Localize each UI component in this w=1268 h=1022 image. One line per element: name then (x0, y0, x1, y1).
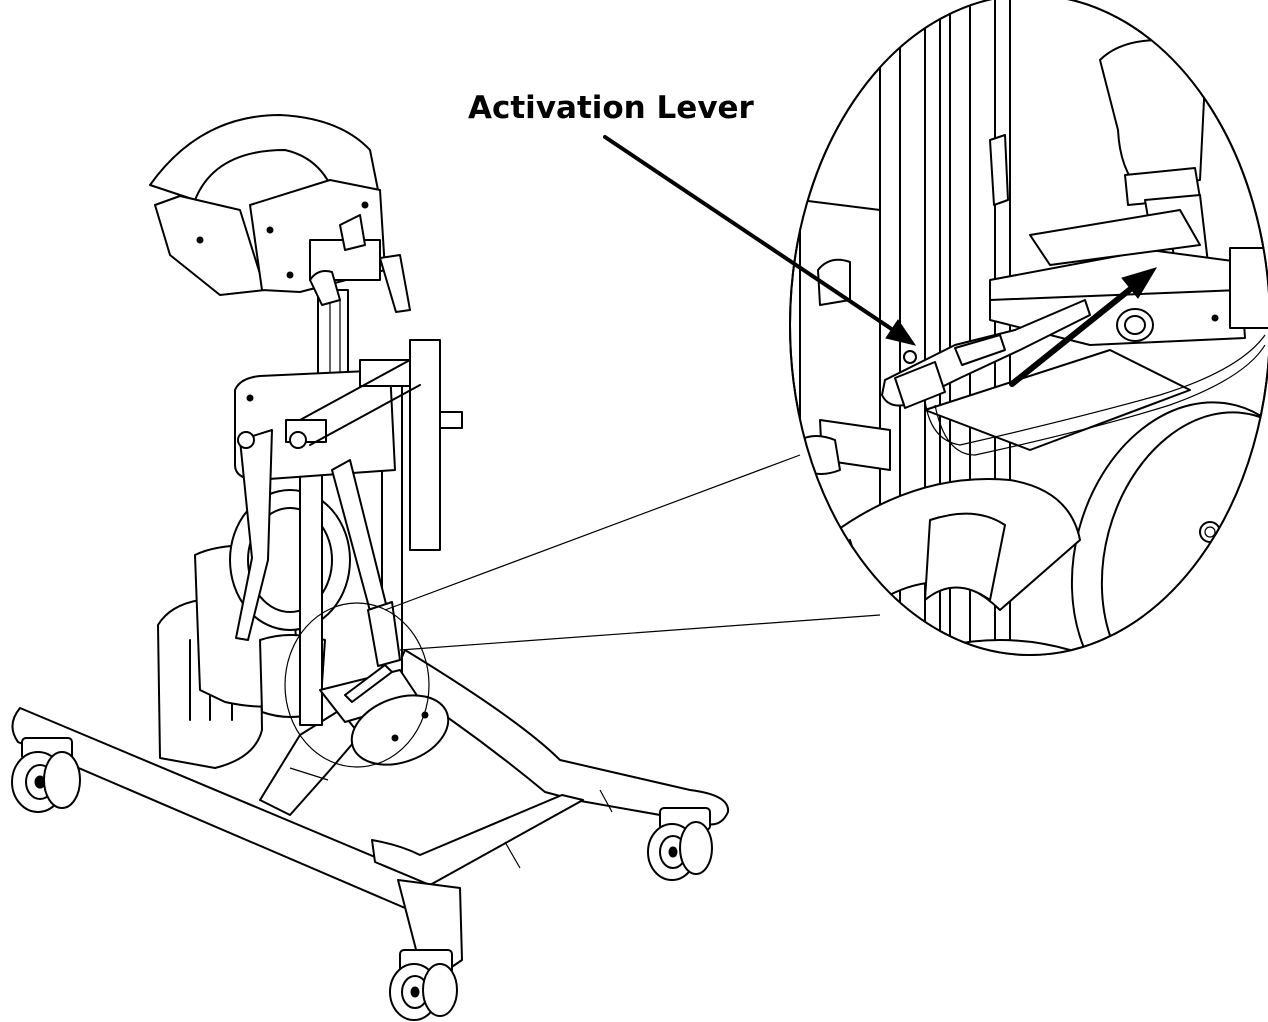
base-frame (11, 649, 730, 976)
foot-pedal (319, 664, 450, 766)
direction-arrow (1009, 267, 1158, 387)
motor-housing (194, 489, 351, 718)
caster-wheel-front-left (11, 737, 81, 813)
side-rails (235, 339, 463, 641)
caster-wheel-back-right (647, 807, 713, 881)
callout-arrow-to-lever (603, 135, 917, 346)
zoom-leader-line-bottom (399, 614, 881, 651)
activation-lever-label: Activation Lever (468, 90, 754, 126)
chest-pad (149, 114, 411, 313)
zoom-source-circle (284, 602, 430, 768)
zoom-leader-line-top (384, 454, 801, 611)
actuator-rod (331, 459, 401, 667)
caster-wheel-front-center (389, 949, 458, 1021)
